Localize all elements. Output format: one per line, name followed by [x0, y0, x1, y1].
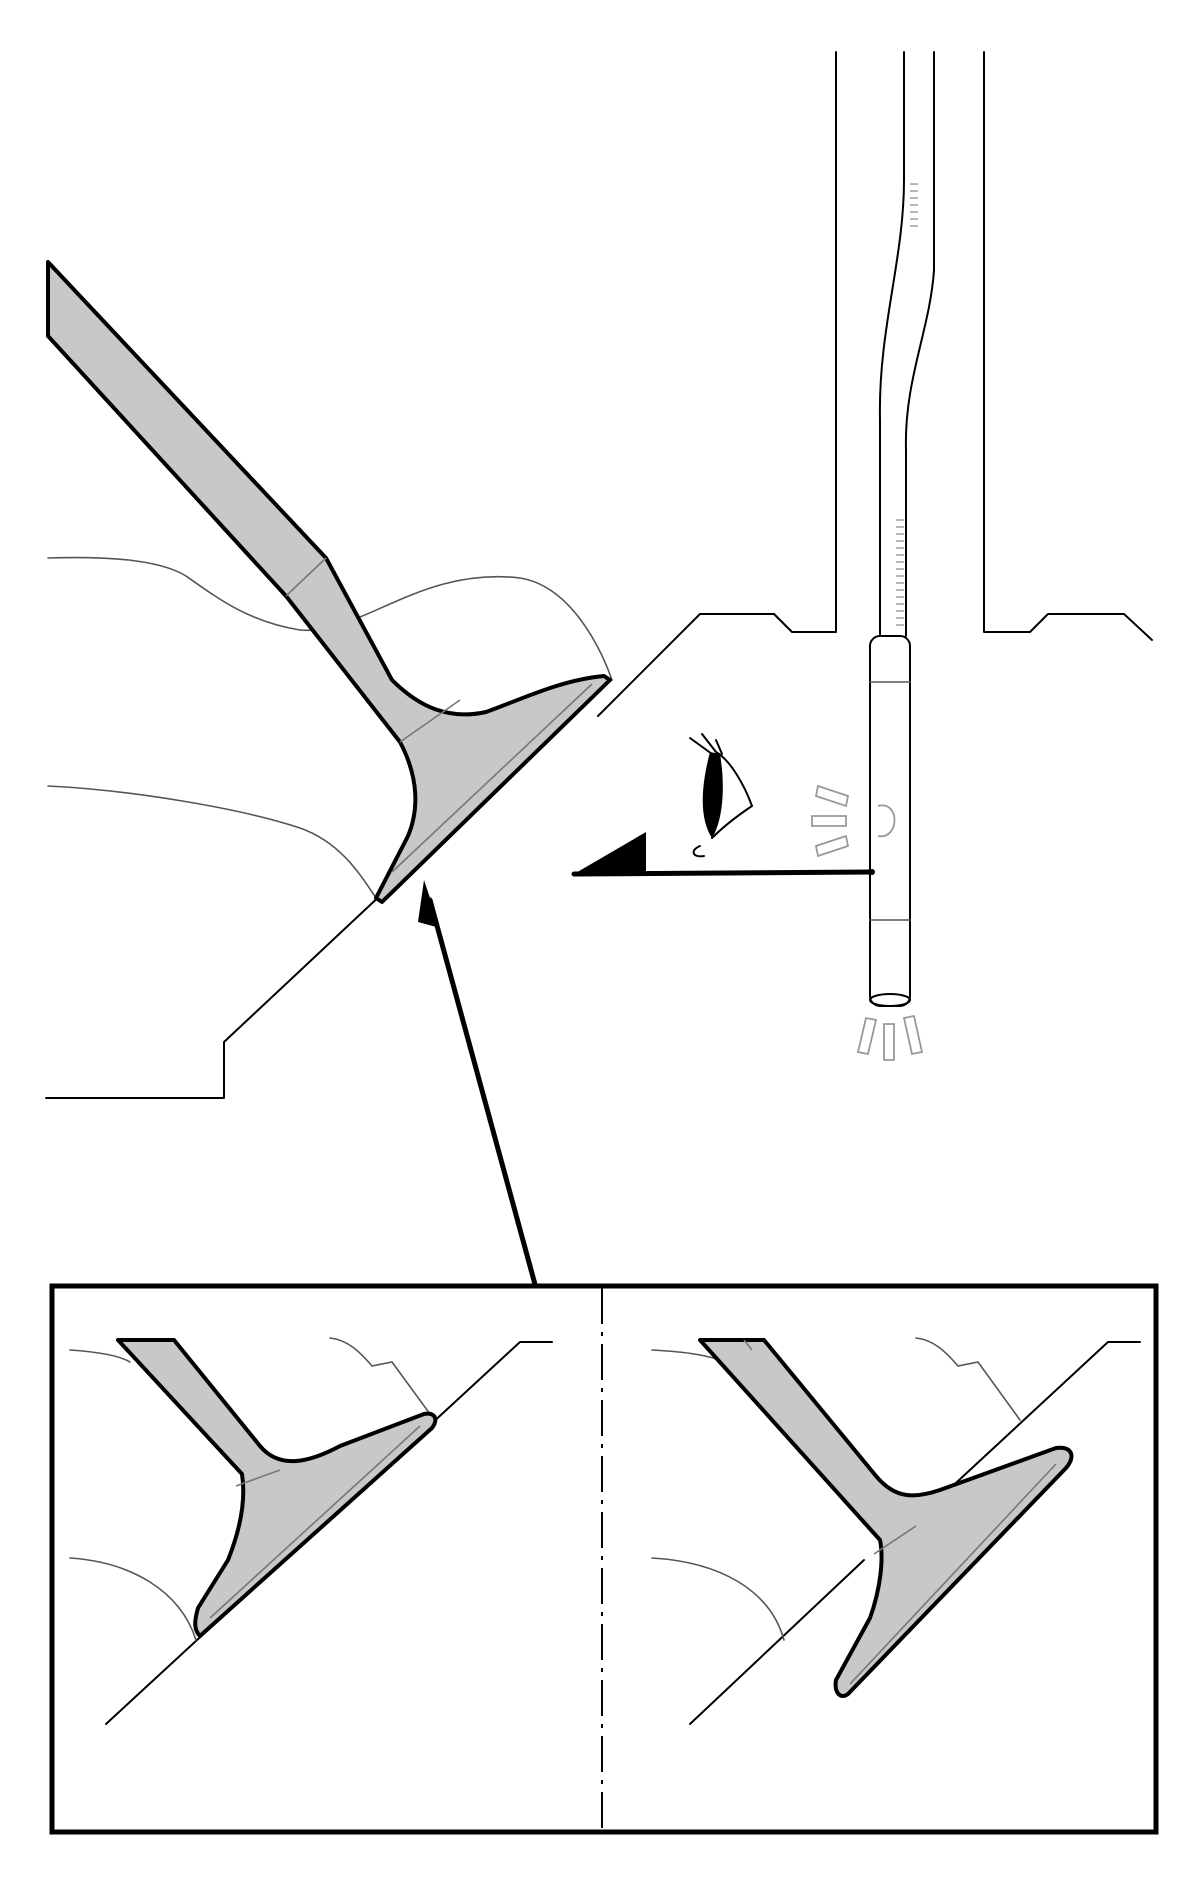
valve-seated-view	[69, 1337, 553, 1725]
eye-icon	[689, 733, 753, 858]
cable-tick-marks	[896, 183, 918, 626]
probe-bands	[869, 681, 911, 921]
detail-leader-arrow	[418, 880, 539, 1291]
valve-neck-line	[399, 699, 461, 743]
borescope-cable-left	[878, 51, 905, 637]
seat-line-upper	[943, 1341, 1141, 1495]
side-window	[877, 804, 896, 837]
borescope	[869, 51, 935, 1007]
valve-body	[46, 260, 612, 904]
inset-frame	[49, 1283, 1159, 1835]
valve-face-line	[391, 683, 593, 873]
arrow-icon	[571, 832, 875, 877]
bore-left-wall	[597, 51, 837, 717]
borescope-cable-right	[904, 51, 935, 637]
intake-valve	[46, 260, 612, 904]
valve-open-view	[651, 1337, 1141, 1725]
borescope-probe	[869, 635, 911, 1007]
bore-right-wall	[983, 51, 1153, 641]
valve-body-open	[698, 1338, 1074, 1699]
probe-tip	[869, 993, 911, 1007]
valve-stem-groove	[285, 557, 327, 597]
light-rays-icon	[811, 784, 924, 1061]
detail-inset	[49, 1283, 1159, 1835]
seat-line-lower	[689, 1559, 865, 1725]
port-lower-contour	[47, 785, 377, 899]
cylinder-head-section	[45, 51, 1153, 1099]
valve-body-seated	[116, 1338, 438, 1638]
